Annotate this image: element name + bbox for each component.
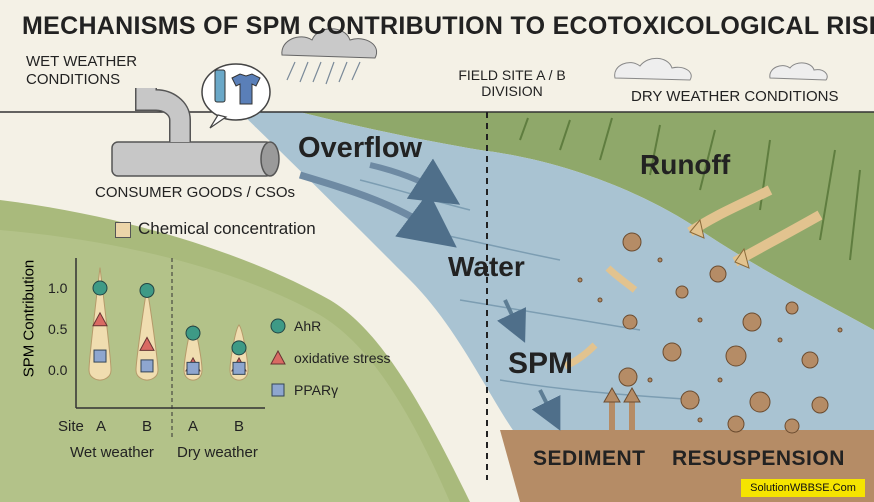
chemical-concentration-label: Chemical concentration [138, 219, 316, 238]
left-grass-shade [0, 230, 450, 502]
pparg-point [232, 361, 246, 375]
cloud-icon [614, 57, 692, 81]
legend-oxidative-label: oxidative stress [294, 350, 391, 366]
site-tick-dry-b: B [234, 418, 245, 435]
grass-texture [519, 117, 861, 261]
pparg-point [186, 361, 200, 375]
y-tick: 0.0 [48, 362, 68, 378]
group-label-dry: Dry weather [177, 444, 258, 461]
exchange-arrow [605, 265, 638, 293]
oxidative-stress-point [139, 336, 155, 351]
y-tick: 0.5 [48, 321, 68, 337]
consumer-goods-bubble [201, 63, 271, 129]
site-tick-wet-a: A [96, 418, 107, 435]
watermark: SolutionWBBSE.Com [741, 479, 865, 497]
runoff-label: Runoff [640, 149, 731, 180]
violin-shape [135, 287, 159, 381]
oxidative-stress-point [92, 311, 108, 327]
legend-oxidative-marker [270, 350, 286, 365]
spm-particles [577, 232, 843, 434]
wet-weather-label: WET WEATHER CONDITIONS [26, 53, 138, 88]
cloud-icon [281, 28, 378, 59]
site-tick-wet-b: B [142, 418, 153, 435]
dry-weather-label: DRY WEATHER CONDITIONS [631, 88, 839, 105]
ahr-point [185, 325, 201, 341]
resuspension-label: RESUSPENSION [672, 447, 845, 470]
right-grass-bank [300, 112, 874, 330]
ahr-point [139, 282, 155, 298]
site-axis-label: Site [58, 418, 84, 435]
legend-ahr-marker [270, 318, 286, 334]
y-tick: 1.0 [48, 280, 68, 296]
group-label-wet: Wet weather [70, 444, 154, 461]
pparg-point [140, 359, 154, 373]
exchange-arrow [531, 389, 561, 431]
pipe-icon [111, 88, 280, 177]
legend-ahr-label: AhR [294, 318, 322, 334]
exchange-arrow [563, 342, 598, 370]
overflow-label: Overflow [298, 132, 423, 164]
pparg-point [93, 349, 107, 363]
water-label: Water [448, 251, 525, 282]
consumer-goods-label: CONSUMER GOODS / CSOs [95, 184, 296, 201]
cloud-icon [769, 62, 828, 81]
field-site-label: FIELD SITE A / B DIVISION [458, 67, 566, 99]
sediment-label: SEDIMENT [533, 447, 646, 470]
spm-label: SPM [508, 347, 574, 380]
overflow-arrow [369, 158, 461, 205]
ahr-point [92, 280, 108, 296]
site-tick-dry-a: A [188, 418, 199, 435]
chemical-concentration-swatch [115, 222, 131, 238]
exchange-arrow [497, 299, 526, 343]
rain [286, 61, 361, 85]
overflow-arrow [298, 171, 457, 248]
chart-panel [75, 258, 265, 440]
ahr-point [231, 340, 247, 356]
page-title: MECHANISMS OF SPM CONTRIBUTION TO ECOTOX… [22, 12, 874, 40]
chart-y-axis-label: SPM Contribution [20, 259, 38, 378]
legend-pparg-marker [271, 383, 285, 397]
legend-pparg-label: PPARγ [294, 382, 339, 398]
